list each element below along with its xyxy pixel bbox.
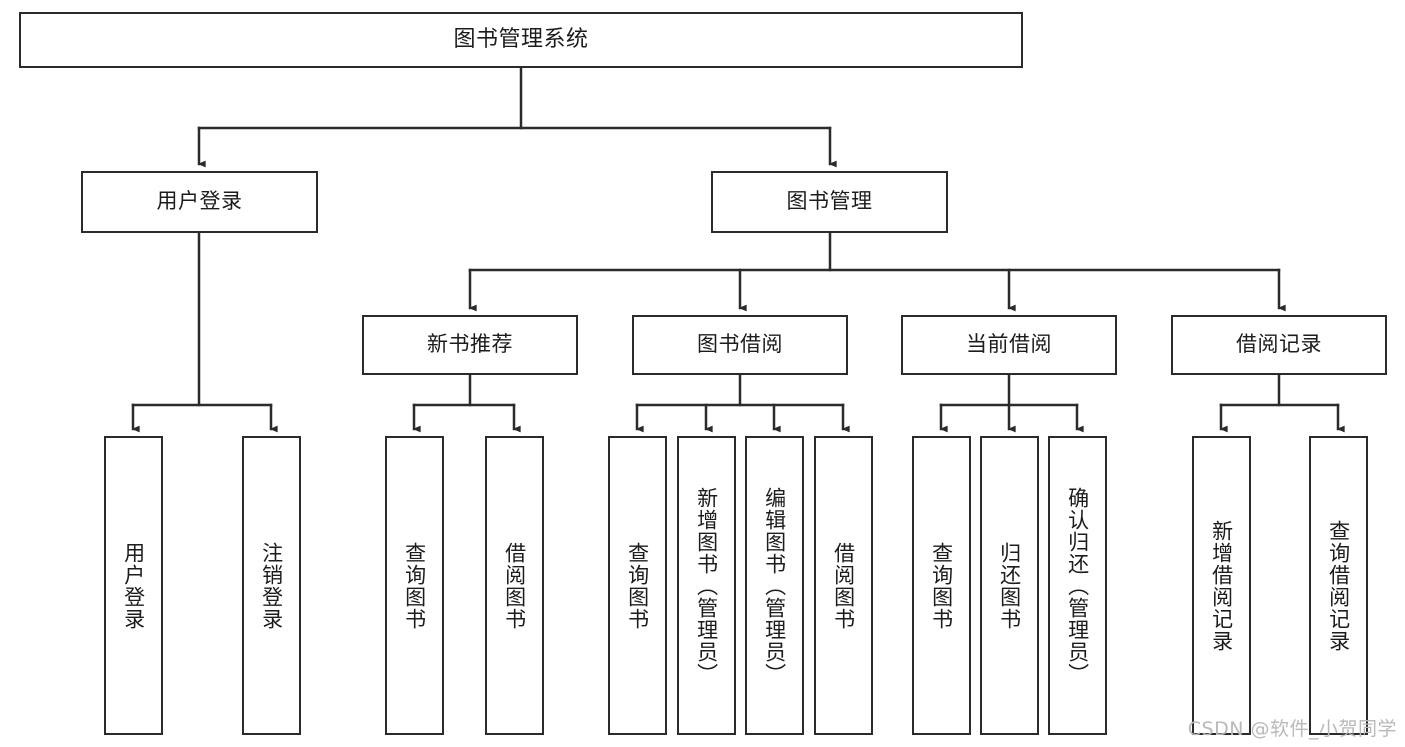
node-label: 查询图书: [402, 541, 427, 630]
node-label: 图书借阅: [697, 332, 783, 357]
leaf-user-login-logout[interactable]: 注销登录: [242, 436, 301, 735]
node-label: 新增借阅记录: [1209, 519, 1234, 652]
leaf-borrow-borrow-book[interactable]: 借阅图书: [814, 436, 873, 735]
node-label: 查询图书: [929, 541, 954, 630]
node-label: 新增图书（管理员）: [694, 486, 719, 685]
node-label: 图书管理系统: [453, 26, 589, 52]
node-label: 借阅图书: [831, 541, 856, 630]
leaf-user-login-login[interactable]: 用户登录: [104, 436, 163, 735]
leaf-new-book-query[interactable]: 查询图书: [385, 436, 444, 735]
node-label: 确认归还（管理员）: [1065, 486, 1090, 685]
leaf-borrow-add-book-admin[interactable]: 新增图书（管理员）: [677, 436, 736, 735]
node-user-login[interactable]: 用户登录: [81, 171, 318, 233]
leaf-new-book-borrow[interactable]: 借阅图书: [485, 436, 544, 735]
leaf-borrow-edit-book-admin[interactable]: 编辑图书（管理员）: [745, 436, 804, 735]
leaf-current-return-book[interactable]: 归还图书: [980, 436, 1039, 735]
node-label: 图书管理: [786, 189, 873, 214]
node-label: 用户登录: [121, 541, 146, 630]
node-label: 新书推荐: [427, 332, 513, 357]
leaf-current-query-book[interactable]: 查询图书: [912, 436, 971, 735]
node-label: 查询借阅记录: [1326, 519, 1351, 652]
node-new-book-recommend[interactable]: 新书推荐: [362, 315, 578, 375]
leaf-current-confirm-return-admin[interactable]: 确认归还（管理员）: [1048, 436, 1107, 735]
node-label: 归还图书: [997, 541, 1022, 630]
leaf-records-add-record[interactable]: 新增借阅记录: [1192, 436, 1251, 735]
node-label: 用户登录: [156, 189, 243, 214]
node-label: 查询图书: [625, 541, 650, 630]
node-root-book-management-system[interactable]: 图书管理系统: [19, 12, 1023, 68]
node-current-borrow[interactable]: 当前借阅: [901, 315, 1117, 375]
node-label: 当前借阅: [966, 332, 1052, 357]
node-label: 注销登录: [259, 541, 284, 630]
node-borrow-records[interactable]: 借阅记录: [1171, 315, 1387, 375]
watermark-text: CSDN @软件_小贺同学: [1187, 718, 1397, 740]
node-label: 借阅记录: [1236, 332, 1322, 357]
leaf-records-query-record[interactable]: 查询借阅记录: [1309, 436, 1368, 735]
node-label: 编辑图书（管理员）: [762, 486, 787, 685]
node-label: 借阅图书: [502, 541, 527, 630]
leaf-borrow-query-book[interactable]: 查询图书: [608, 436, 667, 735]
node-book-management[interactable]: 图书管理: [711, 171, 948, 233]
node-book-borrow[interactable]: 图书借阅: [632, 315, 848, 375]
